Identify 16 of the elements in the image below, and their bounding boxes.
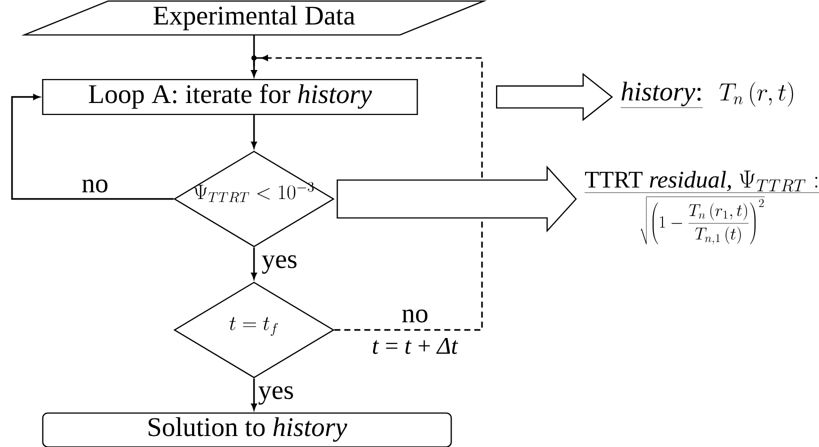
arrow [251,55,483,331]
arrow [251,378,257,410]
block-arrow [336,166,577,232]
edge-label: yes [258,386,293,405]
edge-label: no [82,180,108,192]
arrow [251,247,257,280]
edge-label: yes [262,255,296,274]
arrow [11,94,174,200]
edge-label: no [402,310,428,322]
arrow [251,115,257,148]
block-arrow [496,72,613,122]
residual-formula: TTRT residual, $\Psi_{TTRT}:$ $\sqrt{\left(1-\frac{T_{n}\left(r_{1},t\right)}{T_{n,1}\left(t\right)}\right)^{2}}$ [584,170,819,244]
step-formula: t = t + Δt [372,338,458,354]
process-box: Loop A: iterate for history [42,78,418,116]
result-text: history: $T_{n}\left(r,t\right)$ [620,82,794,108]
terminal-box: Solution to history [42,412,452,447]
